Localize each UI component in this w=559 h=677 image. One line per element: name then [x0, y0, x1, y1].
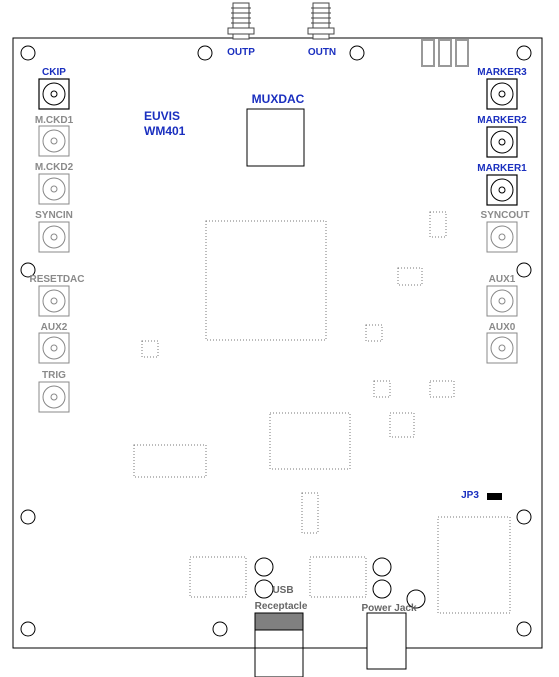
ckip-label: CKIP [42, 67, 66, 78]
marker3-label: MARKER3 [477, 67, 527, 78]
muxdac-label: MUXDAC [251, 92, 305, 106]
left-sma-mckd1[interactable] [38, 125, 70, 157]
jp3-label: JP3 [461, 490, 479, 501]
right-sma-marker3[interactable] [486, 78, 518, 110]
right-sma-aux1[interactable] [486, 285, 518, 317]
syncout-label: SYNCOUT [480, 210, 530, 221]
left-sma-resetdac[interactable] [38, 285, 70, 317]
outp-label: OUTP [227, 47, 255, 58]
mounting-holes [20, 45, 532, 637]
usb-receptacle[interactable] [254, 612, 304, 677]
marker1-label: MARKER1 [477, 163, 527, 174]
aux0-label: AUX0 [488, 322, 516, 333]
resetdac-label: RESETDAC [29, 274, 85, 285]
syncin-label: SYNCIN [35, 210, 73, 221]
outp-sma-connector[interactable] [227, 2, 255, 40]
round-pads [254, 557, 426, 609]
left-sma-mckd2[interactable] [38, 173, 70, 205]
marker2-label: MARKER2 [477, 115, 527, 126]
pin-header-group [421, 39, 469, 67]
jp3-jumper[interactable] [487, 493, 502, 500]
outn-sma-connector[interactable] [307, 2, 335, 40]
usb-label: USB [272, 585, 294, 596]
left-sma-aux2[interactable] [38, 332, 70, 364]
right-sma-marker2[interactable] [486, 126, 518, 158]
model-label: WM401 [144, 124, 186, 138]
power-jack[interactable] [366, 612, 407, 670]
mckd2-label: M.CKD2 [34, 162, 74, 173]
aux1-label: AUX1 [488, 274, 516, 285]
left-sma-trig[interactable] [38, 381, 70, 413]
component-footprints [133, 211, 511, 614]
brand-label: EUVIS [144, 109, 181, 123]
outn-label: OUTN [307, 47, 337, 58]
left-sma-syncin[interactable] [38, 221, 70, 253]
power-jack-label: Power Jack [361, 603, 417, 614]
receptacle-label: Receptacle [254, 601, 308, 612]
trig-label: TRIG [42, 370, 66, 381]
mckd1-label: M.CKD1 [34, 115, 74, 126]
right-sma-marker1[interactable] [486, 174, 518, 206]
aux2-label: AUX2 [40, 322, 68, 333]
right-sma-aux0[interactable] [486, 332, 518, 364]
left-sma-ckip[interactable] [38, 78, 70, 110]
right-sma-syncout[interactable] [486, 221, 518, 253]
muxdac-chip[interactable] [246, 108, 305, 167]
